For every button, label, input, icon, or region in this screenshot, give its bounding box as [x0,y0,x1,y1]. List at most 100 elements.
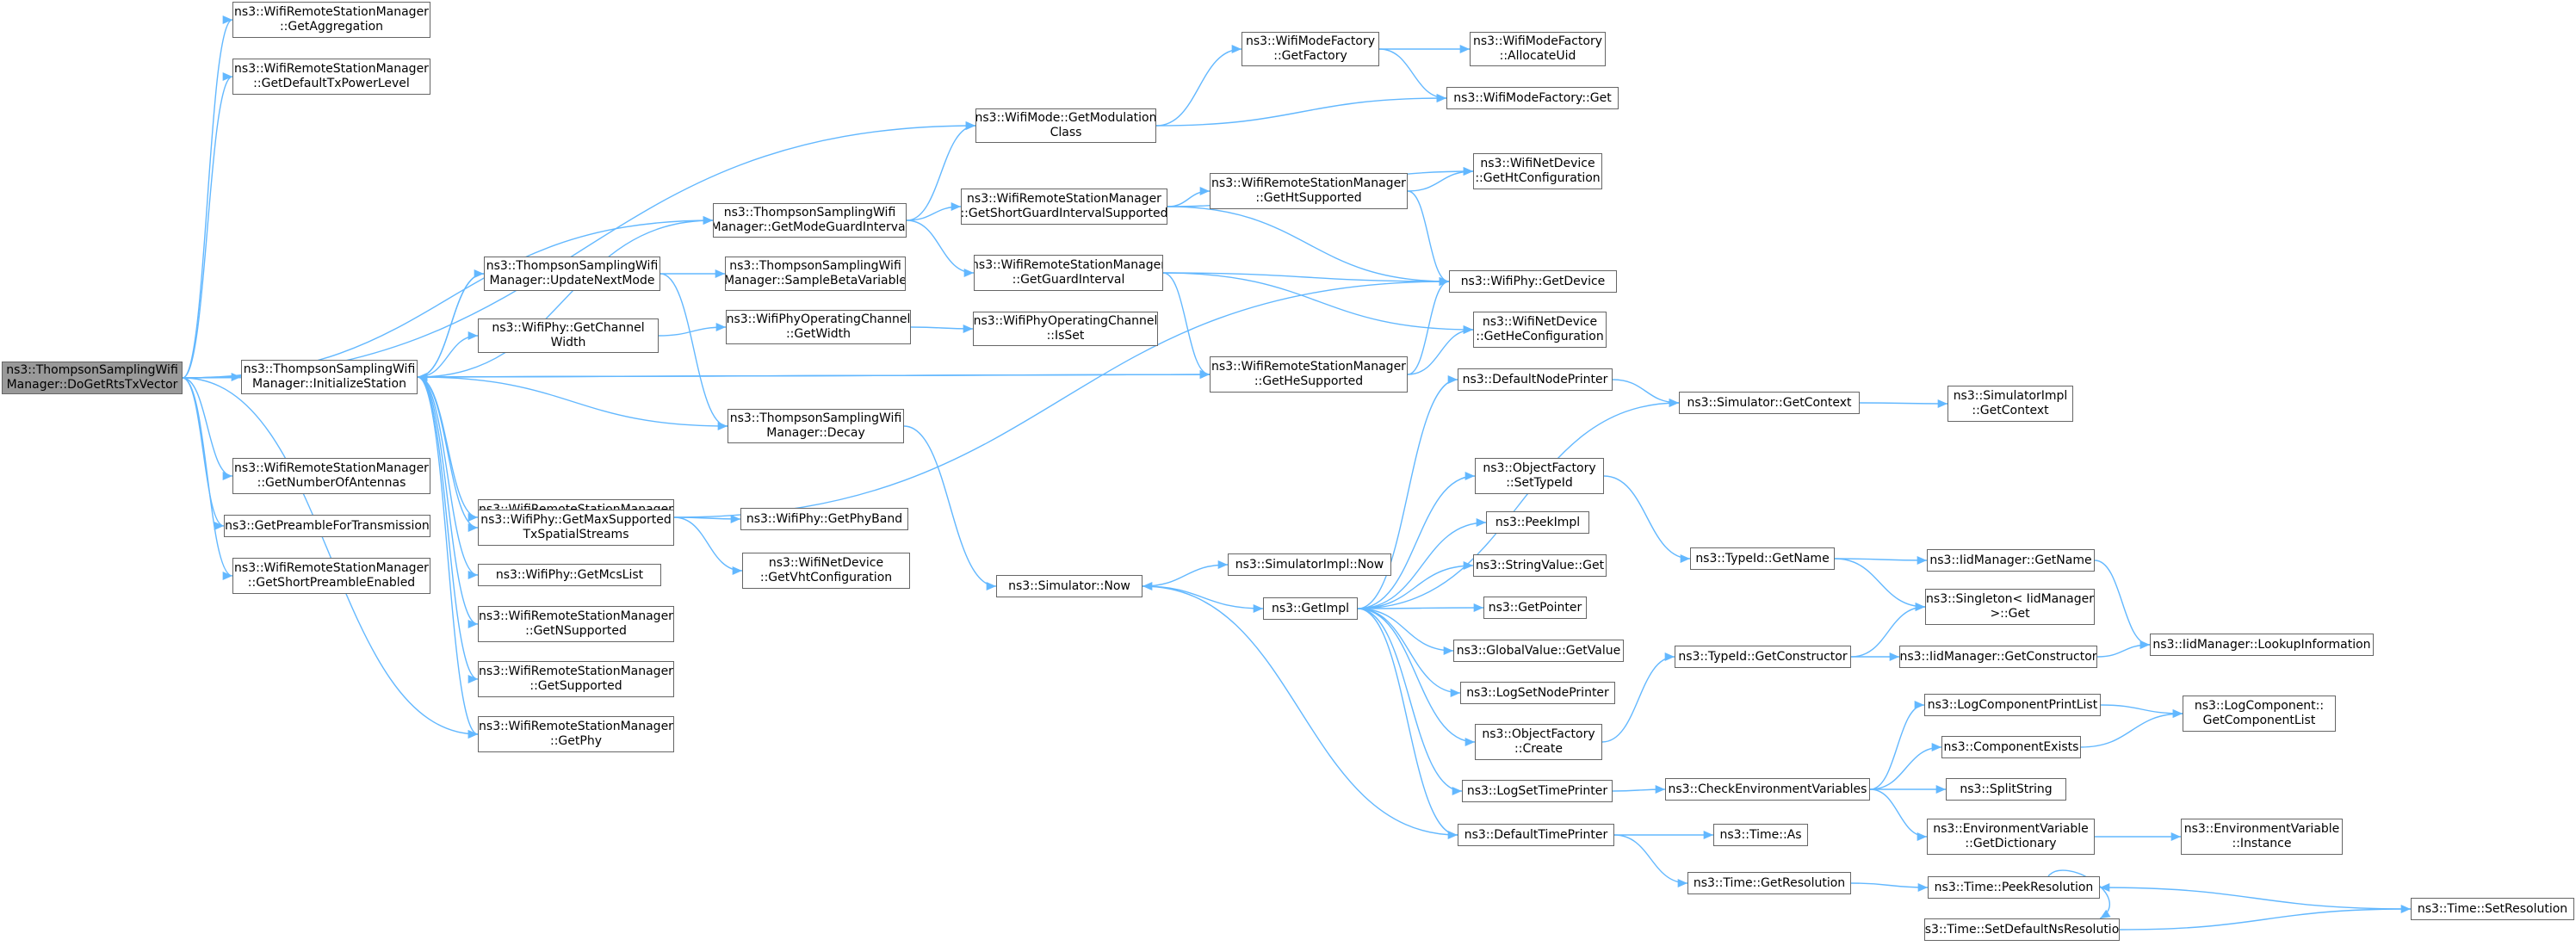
call-edge-getModulationClass-to-getFactory [1155,44,1242,127]
graph-node-peekImpl[interactable]: ns3::PeekImpl [1486,511,1589,534]
call-edge-getImpl-to-peekImpl [1357,517,1487,609]
graph-node-getGuardInterval[interactable]: ns3::WifiRemoteStationManager::GetGuardI… [974,255,1163,291]
graph-node-allocateUid[interactable]: ns3::WifiModeFactory::AllocateUid [1470,32,1606,66]
graph-node-label: ::GetAggregation [279,20,384,34]
call-edge-typeIdGetConstructor-to-singletonGet [1850,602,1926,658]
graph-node-getHeSupported[interactable]: ns3::WifiRemoteStationManager::GetHeSupp… [1210,356,1408,393]
graph-node-phyGetDevice[interactable]: ns3::WifiPhy::GetDevice [1449,270,1617,293]
graph-node-getAggregation[interactable]: ns3::WifiRemoteStationManager::GetAggreg… [232,2,430,38]
graph-node-simulatorImplNow[interactable]: ns3::SimulatorImpl::Now [1228,553,1391,576]
graph-node-getShortGuardIntervalSupported[interactable]: ns3::WifiRemoteStationManager::GetShortG… [961,189,1167,225]
graph-node-modeFactoryGet[interactable]: ns3::WifiModeFactory::Get [1446,87,1619,109]
graph-node-isSet[interactable]: ns3::WifiPhyOperatingChannel::IsSet [973,312,1158,346]
call-edge-root-to-getPreambleForTransmission [182,377,225,530]
graph-node-globalValueGetValue[interactable]: ns3::GlobalValue::GetValue [1453,640,1624,662]
graph-node-envGetDictionary[interactable]: ns3::EnvironmentVariable::GetDictionary [1927,819,2095,855]
graph-node-label: ns3::ThompsonSamplingWifi [6,363,178,377]
call-edge-getImpl-to-logSetTimePrinter [1357,608,1463,796]
graph-node-logSetTimePrinter[interactable]: ns3::LogSetTimePrinter [1462,780,1613,802]
graph-node-timePeekResolution[interactable]: ns3::Time::PeekResolution [1928,876,2100,899]
graph-node-label: ns3::WifiPhy::GetMaxSupported [480,513,672,527]
graph-node-label: ns3::WifiModeFactory::Get [1453,90,1612,105]
graph-node-getPhy[interactable]: ns3::WifiRemoteStationManager::GetPhy [478,716,674,752]
graph-node-lookupInformation[interactable]: ns3::IidManager::LookupInformation [2150,634,2374,656]
call-edge-root-to-getPhy [182,377,479,739]
graph-node-getDefaultTxPowerLevel[interactable]: ns3::WifiRemoteStationManager::GetDefaul… [232,59,430,95]
graph-node-getHtSupported[interactable]: ns3::WifiRemoteStationManager::GetHtSupp… [1210,173,1408,209]
graph-node-label: ::GetDefaultTxPowerLevel [253,77,410,90]
call-edge-getVhtSupported-to-getVhtConfiguration [673,516,743,576]
graph-node-getPointer[interactable]: ns3::GetPointer [1483,597,1587,619]
graph-node-getSupported[interactable]: ns3::WifiRemoteStationManager::GetSuppor… [478,661,674,697]
graph-node-getHtConfiguration[interactable]: ns3::WifiNetDevice::GetHtConfiguration [1473,153,1602,189]
graph-node-simulatorImplGetContext[interactable]: ns3::SimulatorImpl::GetContext [1947,386,2073,422]
graph-node-label: Manager::InitializeStation [252,377,406,391]
graph-node-typeIdGetConstructor[interactable]: ns3::TypeId::GetConstructor [1675,646,1851,668]
graph-node-envInstance[interactable]: ns3::EnvironmentVariable::Instance [2181,819,2343,855]
call-edge-updateNextMode-to-decay [659,273,728,430]
graph-node-singletonGet[interactable]: ns3::Singleton< IidManager>::Get [1925,589,2095,625]
graph-node-iidManagerGetName[interactable]: ns3::IidManager::GetName [1927,549,2095,572]
graph-node-timeGetResolution[interactable]: ns3::Time::GetResolution [1687,872,1851,894]
graph-node-label: ns3::ComponentExists [1943,739,2079,754]
call-edge-initializeStation-to-getPhy [417,376,479,739]
call-edge-getHeSupported-to-phyGetDevice [1407,277,1450,375]
graph-node-getFactory[interactable]: ns3::WifiModeFactory::GetFactory [1242,32,1379,66]
call-edge-root-to-getShortPreambleEnabled [182,377,233,580]
call-edge-getImpl-to-defaultNodePrinter [1357,375,1458,609]
graph-node-simulatorNow[interactable]: ns3::Simulator::Now [996,575,1142,597]
call-edge-defaultTimePrinter-to-timeGetResolution [1613,834,1688,888]
graph-node-opChannelGetWidth[interactable]: ns3::WifiPhyOperatingChannel::GetWidth [726,310,911,344]
graph-node-timeAs[interactable]: ns3::Time::As [1713,824,1808,846]
call-edge-getShortGuardIntervalSupported-to-phyGetDevice [1167,206,1450,287]
graph-node-getHeConfiguration[interactable]: ns3::WifiNetDevice::GetHeConfiguration [1473,312,1607,348]
graph-node-setTypeId[interactable]: ns3::ObjectFactory::SetTypeId [1475,458,1604,494]
graph-node-label: ns3::LogSetTimePrinter [1466,783,1608,798]
graph-node-label: ns3::WifiModeFactory [1245,34,1376,48]
graph-node-getShortPreambleEnabled[interactable]: ns3::WifiRemoteStationManager::GetShortP… [232,558,430,594]
graph-node-label: ns3::WifiRemoteStationManager [479,609,673,623]
graph-node-splitString[interactable]: ns3::SplitString [1946,778,2066,801]
graph-node-label: TxSpatialStreams [523,528,629,541]
graph-node-checkEnvironmentVariables[interactable]: ns3::CheckEnvironmentVariables [1665,778,1870,801]
call-edge-phyGetChannelWidth-to-opChannelGetWidth [658,322,727,337]
graph-node-getMcsList[interactable]: ns3::WifiPhy::GetMcsList [478,564,661,586]
graph-node-objectFactoryCreate[interactable]: ns3::ObjectFactory::Create [1475,724,1602,760]
graph-node-getPhyBand[interactable]: ns3::WifiPhy::GetPhyBand [740,508,908,530]
graph-node-getNSupported[interactable]: ns3::WifiRemoteStationManager::GetNSuppo… [478,606,674,642]
graph-node-componentExists[interactable]: ns3::ComponentExists [1941,736,2081,758]
graph-node-typeIdGetName[interactable]: ns3::TypeId::GetName [1690,547,1835,570]
graph-node-timeSetResolution[interactable]: ns3::Time::SetResolution [2411,898,2574,920]
graph-node-getPreambleForTransmission[interactable]: ns3::GetPreambleForTransmission [224,515,430,537]
graph-node-defaultTimePrinter[interactable]: ns3::DefaultTimePrinter [1458,824,1614,846]
graph-node-label: ns3::WifiRemoteStationManager [234,461,429,475]
graph-node-label: ns3::IidManager::LookupInformation [2152,637,2371,652]
call-edge-initializeStation-to-getMaxSupportedTxSpatialStreams [417,376,479,532]
graph-node-iidManagerGetConstructor[interactable]: ns3::IidManager::GetConstructor [1899,646,2097,668]
graph-node-label: >::Get [1990,607,2030,621]
graph-node-getImpl[interactable]: ns3::GetImpl [1263,597,1358,620]
graph-node-getVhtConfiguration[interactable]: ns3::WifiNetDevice::GetVhtConfiguration [742,553,910,589]
graph-node-label: ns3::WifiNetDevice [1482,315,1598,329]
graph-node-getComponentList[interactable]: ns3::LogComponent::GetComponentList [2183,696,2336,732]
graph-node-logComponentPrintList[interactable]: ns3::LogComponentPrintList [1924,694,2101,716]
graph-node-stringValueGet[interactable]: ns3::StringValue::Get [1473,554,1607,577]
graph-node-label: Manager::UpdateNextMode [489,274,655,288]
graph-node-logSetNodePrinter[interactable]: ns3::LogSetNodePrinter [1460,682,1615,704]
graph-node-getNumberOfAntennas[interactable]: ns3::WifiRemoteStationManager::GetNumber… [232,458,430,494]
graph-node-label: ns3::StringValue::Get [1475,558,1605,572]
graph-node-defaultNodePrinter[interactable]: ns3::DefaultNodePrinter [1458,368,1613,391]
graph-node-timeSetDefaultNsResolution[interactable]: ns3::Time::SetDefaultNsResolution [1924,918,2120,941]
graph-node-simulatorGetContext[interactable]: ns3::Simulator::GetContext [1679,392,1860,414]
graph-node-label: ns3::WifiPhyOperatingChannel [973,314,1158,328]
